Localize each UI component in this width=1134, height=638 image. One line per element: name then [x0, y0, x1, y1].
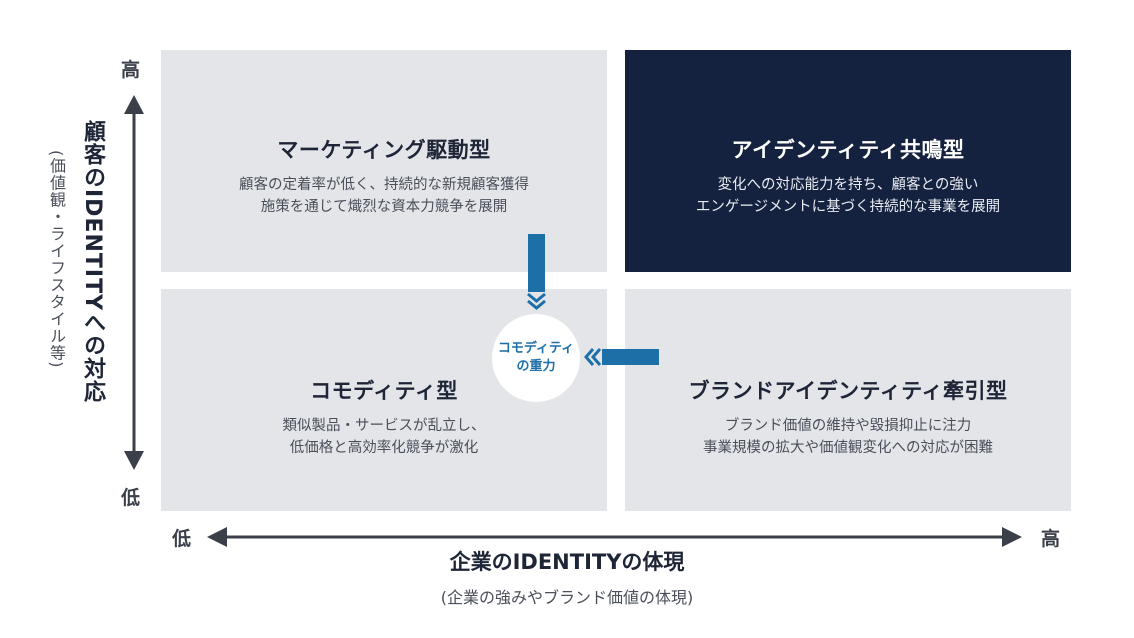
chevron-left-icon [591, 348, 602, 366]
arrowhead-left-icon [207, 527, 227, 547]
y-axis-title: 顧客のIDENTITYへの対応 [80, 120, 105, 404]
desc-line: 顧客の定着率が低く、持続的な新規顧客獲得 [239, 177, 529, 193]
chevron-down-icon [527, 292, 546, 303]
quadrant-marketing-driven: マーケティング駆動型 顧客の定着率が低く、持続的な新規顧客獲得 施策を通じて熾烈… [161, 50, 607, 272]
quadrant-title: ブランドアイデンティティ牽引型 [688, 379, 1008, 403]
chevron-left-icon [584, 348, 595, 366]
quadrant-title: マーケティング駆動型 [277, 138, 491, 162]
desc-line: 低価格と高効率化競争が激化 [289, 440, 479, 456]
quadrant-description: ブランド価値の維持や毀損抑止に注力 事業規模の拡大や価値観変化への対応が困難 [703, 415, 993, 459]
arrowhead-up-icon [124, 95, 144, 114]
commodity-gravity-circle: コモディティ の重力 [492, 314, 580, 402]
left-gravity-arrow-icon [584, 348, 659, 366]
down-gravity-arrow-icon [527, 234, 546, 310]
quadrant-identity-resonance: アイデンティティ共鳴型 変化への対応能力を持ち、顧客との強い エンゲージメントに… [625, 50, 1071, 272]
quadrant-brand-identity-led: ブランドアイデンティティ牽引型 ブランド価値の維持や毀損抑止に注力 事業規模の拡… [625, 289, 1071, 511]
arrow-shaft [528, 234, 545, 292]
desc-line: 事業規模の拡大や価値観変化への対応が困難 [703, 440, 993, 456]
y-axis-subtitle: (価値観・ライフスタイル等) [47, 150, 66, 369]
desc-line: 施策を通じて熾烈な資本力競争を展開 [260, 199, 508, 215]
x-axis-title: 企業のIDENTITYの体現 [449, 550, 685, 574]
gravity-label-line: コモディティ [497, 341, 575, 356]
x-axis-high-label: 高 [1041, 528, 1061, 550]
arrowhead-down-icon [124, 451, 144, 470]
quadrant-description: 変化への対応能力を持ち、顧客との強い エンゲージメントに基づく持続的な事業を展開 [696, 174, 1000, 218]
quadrant-title: アイデンティティ共鳴型 [731, 138, 965, 162]
y-axis-high-label: 高 [121, 59, 141, 81]
quadrant-description: 顧客の定着率が低く、持続的な新規顧客獲得 施策を通じて熾烈な資本力競争を展開 [239, 174, 529, 218]
chevron-down-icon [527, 299, 546, 310]
gravity-label-line: の重力 [516, 359, 556, 374]
y-axis-low-label: 低 [121, 487, 141, 509]
desc-line: ブランド価値の維持や毀損抑止に注力 [724, 418, 972, 434]
desc-line: 変化への対応能力を持ち、顧客との強い [717, 177, 979, 193]
y-axis-arrow [124, 95, 144, 470]
desc-line: エンゲージメントに基づく持続的な事業を展開 [695, 199, 1001, 215]
quadrant-description: 類似製品・サービスが乱立し、 低価格と高効率化競争が激化 [283, 415, 486, 459]
x-axis-low-label: 低 [172, 528, 192, 550]
quadrant-title: コモディティ型 [310, 379, 458, 403]
desc-line: 類似製品・サービスが乱立し、 [282, 418, 486, 434]
arrowhead-right-icon [1002, 527, 1022, 547]
x-axis-arrow [207, 527, 1022, 547]
arrow-shaft [602, 349, 659, 365]
x-axis-subtitle: (企業の強みやブランド価値の体現) [440, 588, 694, 607]
